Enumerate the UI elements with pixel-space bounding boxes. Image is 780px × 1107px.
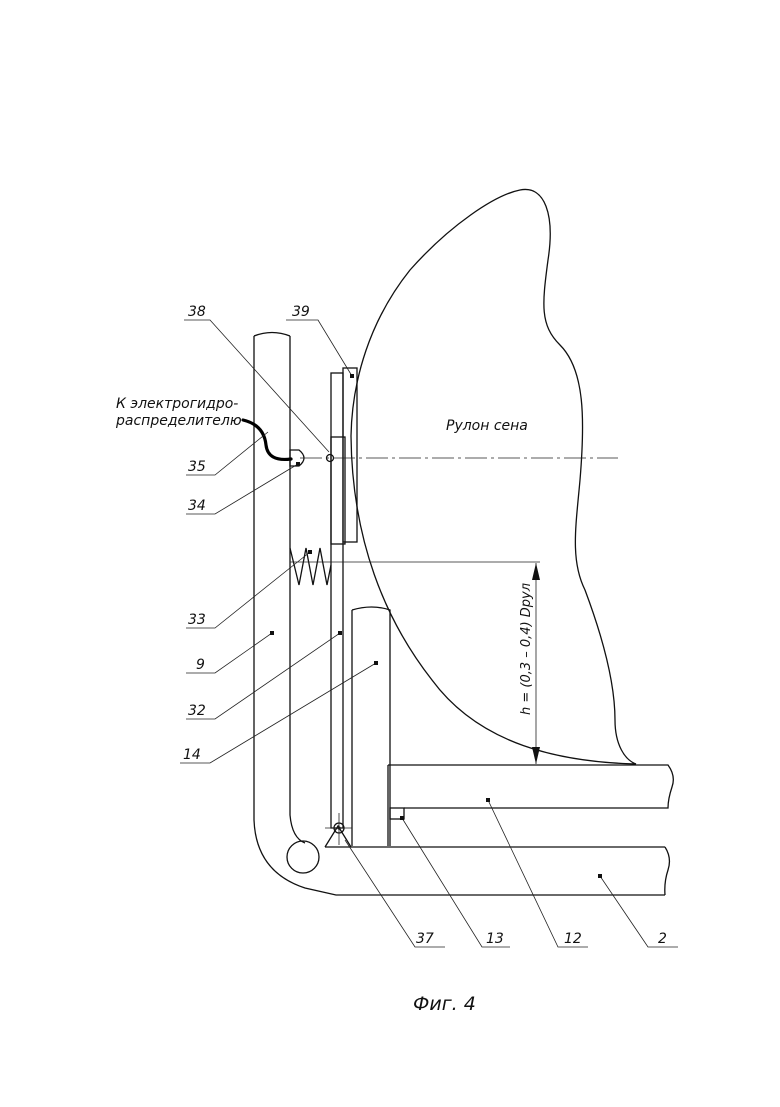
connection-label-line2: распределителю [115,413,242,429]
frame-9 [254,336,395,895]
callout-39: 39 [292,304,310,320]
hay-bale-outline [351,189,636,764]
lever-32 [331,373,343,828]
dimension-arrow-bottom [532,747,540,764]
callout-9: 9 [196,657,205,673]
callout-37: 37 [416,931,434,947]
dimension-label: h = (0,3 – 0,4) Dрул [519,583,534,715]
cable-35 [243,420,291,459]
callout-32: 32 [188,703,206,719]
leader-lines [180,320,678,947]
bale-label: Рулон сена [446,418,528,434]
beam-2-break [665,847,670,895]
callout-14: 14 [183,747,201,763]
pivot-tube [287,841,319,873]
connection-label-line1: К электрогидро- [116,396,238,412]
post-14 [352,607,390,846]
platform-12 [388,765,673,808]
callout-12: 12 [564,931,582,947]
figure-caption: Фиг. 4 [413,993,476,1015]
callout-33: 33 [188,612,206,628]
callout-38: 38 [188,304,206,320]
callout-13: 13 [486,931,504,947]
callout-34: 34 [188,498,206,514]
callout-35: 35 [188,459,206,475]
frame-9-inner [290,336,305,843]
dimension-arrow-top [532,563,540,580]
frame-9-top [254,333,290,337]
callout-2: 2 [658,931,667,947]
leader-dots [270,374,602,878]
